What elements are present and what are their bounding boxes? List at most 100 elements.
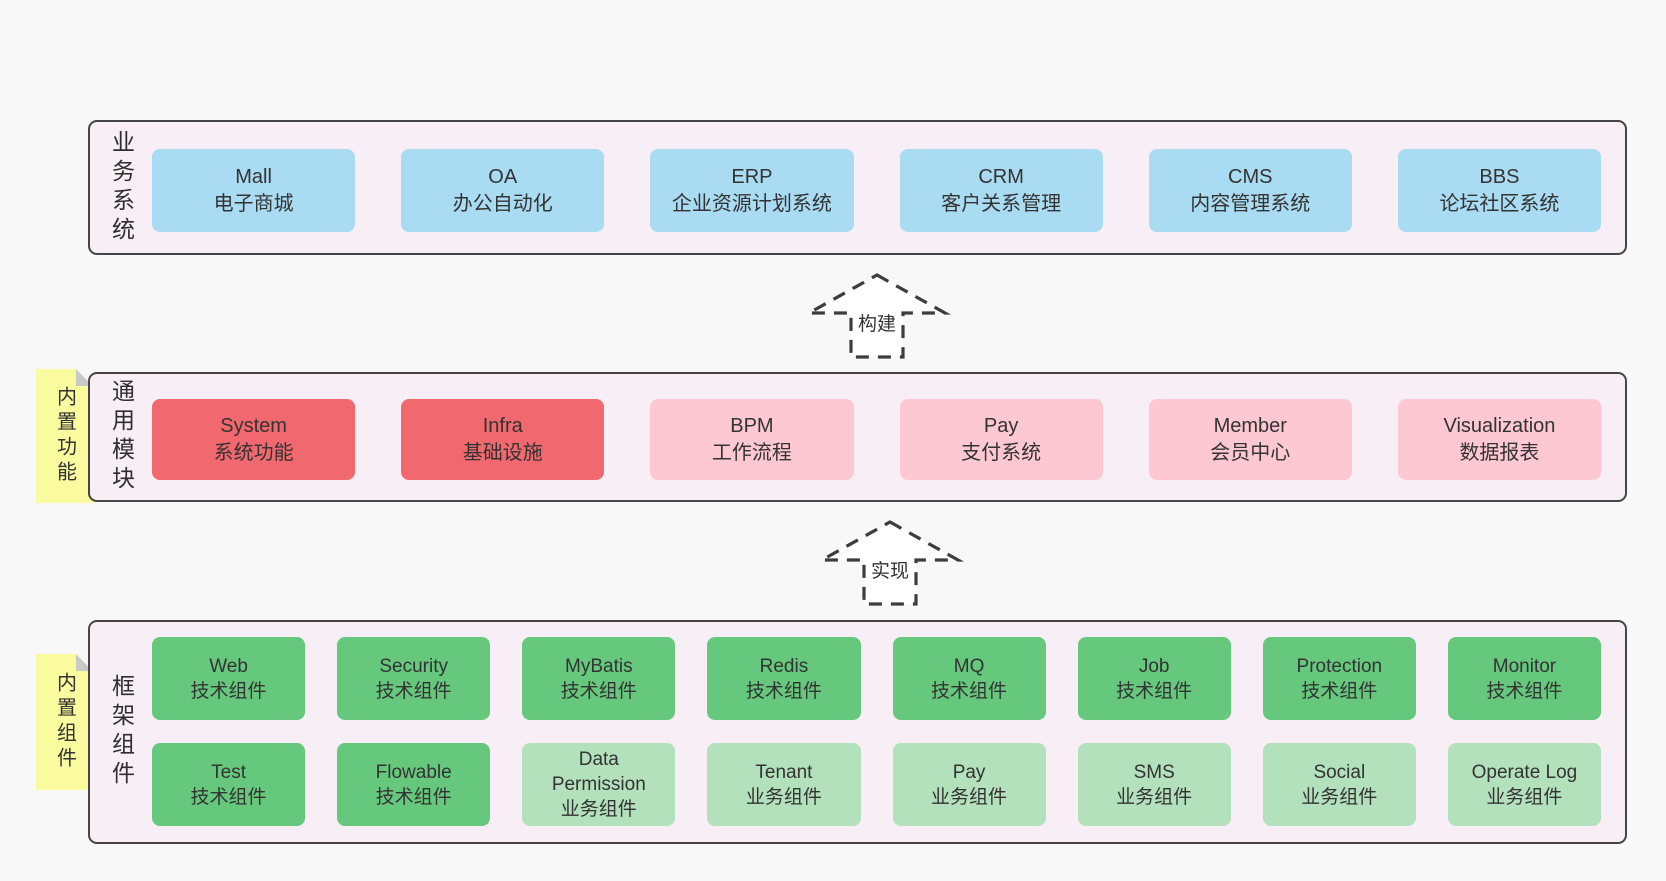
box-title: Job xyxy=(1138,655,1170,677)
box-infra: Infra 基础设施 xyxy=(401,399,605,480)
box-subtitle: 技术组件 xyxy=(190,680,267,702)
box-web: Web 技术组件 xyxy=(152,637,306,720)
box-system: System 系统功能 xyxy=(152,399,356,480)
panel-label-framework-components: 框架组件 xyxy=(108,674,135,790)
box-pay: Pay 业务组件 xyxy=(892,743,1046,826)
box-subtitle: 技术组件 xyxy=(1116,680,1193,702)
box-bbs: BBS 论坛社区系统 xyxy=(1397,149,1602,232)
box-bpm: BPM 工作流程 xyxy=(650,399,854,480)
box-subtitle: 技术组件 xyxy=(375,680,452,702)
sticky-note-text: 内置功能 xyxy=(53,386,76,486)
arrow-build: 构建 xyxy=(802,272,952,360)
box-title: BBS xyxy=(1479,165,1520,188)
box-title: MQ xyxy=(953,655,985,677)
box-mq: MQ 技术组件 xyxy=(892,637,1046,720)
box-crm: CRM 客户关系管理 xyxy=(899,149,1103,232)
box-title: Social xyxy=(1313,761,1366,783)
box-title: SMS xyxy=(1133,761,1175,783)
box-subtitle: 客户关系管理 xyxy=(941,192,1062,215)
box-social: Social 业务组件 xyxy=(1262,743,1416,826)
box-title: Visualization xyxy=(1443,414,1556,437)
box-subtitle: 办公自动化 xyxy=(452,192,553,215)
box-row: System 系统功能 Infra 基础设施 BPM 工作流程 Pay 支付系统 Member 会… xyxy=(152,399,1602,480)
box-title: Infra xyxy=(482,414,523,437)
box-subtitle: 技术组件 xyxy=(190,786,267,808)
box-subtitle: 系统功能 xyxy=(213,441,294,464)
box-title: Monitor xyxy=(1492,655,1557,677)
box-title: Security xyxy=(379,655,448,677)
box-title: Tenant xyxy=(755,761,813,783)
box-subtitle: 电子商城 xyxy=(213,192,294,215)
box-subtitle: 技术组件 xyxy=(1486,680,1563,702)
box-subtitle: 企业资源计划系统 xyxy=(671,192,832,215)
box-operate-log: Operate Log 业务组件 xyxy=(1447,743,1601,826)
box-subtitle: 业务组件 xyxy=(745,786,822,808)
arrow-implement: 实现 xyxy=(815,519,965,607)
panel-label-business-systems: 业务系统 xyxy=(108,129,135,246)
box-cms: CMS 内容管理系统 xyxy=(1148,149,1352,232)
box-title: ERP xyxy=(731,165,773,188)
box-title: Test xyxy=(211,761,246,783)
box-job: Job 技术组件 xyxy=(1077,637,1231,720)
arrow-label-implement: 实现 xyxy=(866,555,914,584)
box-title: Data Permission xyxy=(551,749,646,795)
box-subtitle: 基础设施 xyxy=(462,441,543,464)
sticky-note-text: 内置组件 xyxy=(53,672,76,772)
box-subtitle: 技术组件 xyxy=(560,680,637,702)
box-title: Member xyxy=(1213,414,1287,437)
box-test: Test 技术组件 xyxy=(152,743,306,826)
box-visualization: Visualization 数据报表 xyxy=(1397,399,1602,480)
box-subtitle: 业务组件 xyxy=(1301,786,1378,808)
box-data-permission: Data Permission 业务组件 xyxy=(522,743,676,826)
box-oa: OA 办公自动化 xyxy=(401,149,605,232)
box-subtitle: 业务组件 xyxy=(560,799,637,820)
box-member: Member 会员中心 xyxy=(1148,399,1352,480)
box-tenant: Tenant 业务组件 xyxy=(707,743,861,826)
box-subtitle: 工作流程 xyxy=(711,441,792,464)
box-title: CMS xyxy=(1228,165,1273,188)
box-sms: SMS 业务组件 xyxy=(1077,743,1231,826)
box-title: CRM xyxy=(978,165,1024,188)
box-title: OA xyxy=(488,165,518,188)
box-pay: Pay 支付系统 xyxy=(899,399,1103,480)
box-title: Web xyxy=(209,655,248,677)
box-subtitle: 业务组件 xyxy=(931,786,1008,808)
box-subtitle: 会员中心 xyxy=(1210,441,1291,464)
box-title: Protection xyxy=(1296,655,1383,677)
box-protection: Protection 技术组件 xyxy=(1262,637,1416,720)
box-subtitle: 论坛社区系统 xyxy=(1439,192,1560,215)
box-title: BPM xyxy=(730,414,774,437)
box-subtitle: 技术组件 xyxy=(375,786,452,808)
box-title: System xyxy=(220,414,287,437)
box-rows: System 系统功能 Infra 基础设施 BPM 工作流程 Pay 支付系统 Member 会… xyxy=(152,374,1625,500)
box-title: Operate Log xyxy=(1471,761,1578,783)
box-title: Pay xyxy=(952,761,986,783)
box-subtitle: 支付系统 xyxy=(961,441,1042,464)
box-erp: ERP 企业资源计划系统 xyxy=(650,149,854,232)
arrow-label-build: 构建 xyxy=(853,308,901,337)
box-subtitle: 业务组件 xyxy=(1486,786,1563,808)
box-subtitle: 内容管理系统 xyxy=(1190,192,1311,215)
box-title: Pay xyxy=(983,414,1019,437)
box-subtitle: 业务组件 xyxy=(1116,786,1193,808)
box-title: Flowable xyxy=(375,761,452,783)
box-subtitle: 数据报表 xyxy=(1459,441,1540,464)
box-flowable: Flowable 技术组件 xyxy=(337,743,491,826)
box-subtitle: 技术组件 xyxy=(931,680,1008,702)
box-subtitle: 技术组件 xyxy=(1301,680,1378,702)
box-title: Redis xyxy=(759,655,809,677)
sticky-note-builtin-features: 内置功能 xyxy=(36,369,93,503)
box-monitor: Monitor 技术组件 xyxy=(1447,637,1601,720)
sticky-note-builtin-components: 内置组件 xyxy=(36,654,93,790)
